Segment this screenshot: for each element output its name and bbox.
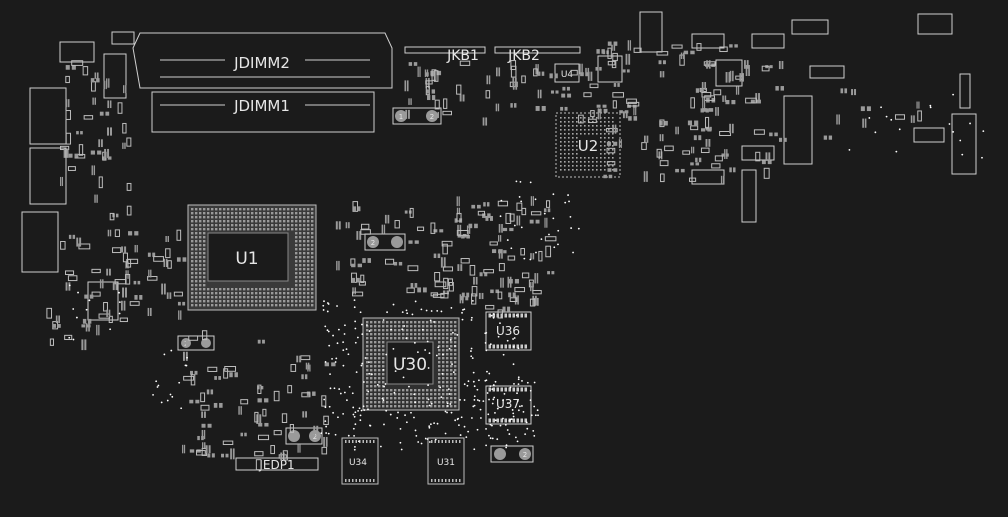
u31-label: U31 xyxy=(437,458,455,468)
chip-u4[interactable] xyxy=(554,63,580,83)
pad-pair-e xyxy=(490,445,534,463)
pin-mark-2-e: 2 xyxy=(523,451,527,459)
jdimm1-label: JDIMM1 xyxy=(233,97,290,115)
pin-mark-2-b: 2 xyxy=(371,239,375,247)
jedp1-label: JEDP1 xyxy=(258,458,294,472)
via-field xyxy=(68,93,985,451)
u30-label: U30 xyxy=(393,355,427,375)
chip-u30[interactable] xyxy=(362,317,460,411)
pin-mark-2-d: 2 xyxy=(313,433,317,441)
chip-u34[interactable] xyxy=(341,437,379,485)
jdimm2-label: JDIMM2 xyxy=(233,54,290,72)
chip-u1[interactable] xyxy=(187,204,317,311)
u36-label: U36 xyxy=(496,324,520,338)
u34-label: U34 xyxy=(349,458,367,468)
connector-jkb2[interactable] xyxy=(494,46,581,54)
pin-mark-1-a: 1 xyxy=(399,113,403,121)
pad-pair-a xyxy=(392,107,442,125)
jkb2-label: JKB2 xyxy=(507,48,540,64)
passive-components xyxy=(46,40,922,471)
u2-label: U2 xyxy=(578,137,599,155)
chip-u31[interactable] xyxy=(427,437,465,485)
pad-pair-b xyxy=(364,233,406,251)
pin-mark-2-a: 2 xyxy=(430,113,434,121)
connector-jedp1[interactable] xyxy=(235,457,319,471)
dimm-slot-jdimm2[interactable] xyxy=(132,32,393,89)
u4-label: U4 xyxy=(561,70,574,80)
dimm-slot-jdimm1[interactable] xyxy=(151,91,375,133)
u1-label: U1 xyxy=(235,249,258,269)
right-connectors[interactable] xyxy=(597,11,977,223)
jkb1-label: JKB1 xyxy=(446,48,479,64)
connector-jkb1[interactable] xyxy=(404,46,486,54)
